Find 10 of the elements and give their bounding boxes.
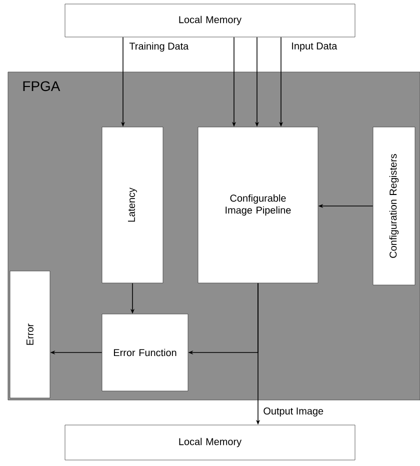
edge-label: Input Data bbox=[290, 42, 338, 52]
function-box: Error Function bbox=[102, 314, 188, 392]
edge-label: Output Image bbox=[262, 406, 325, 418]
error-box: Error bbox=[10, 270, 50, 398]
latency-box: Latency bbox=[102, 126, 164, 284]
memory-box: Local Memory bbox=[64, 4, 356, 38]
edge-label: Training Data bbox=[128, 41, 190, 53]
memory-box: Local Memory bbox=[64, 424, 356, 460]
registers-box: Configuration Registers bbox=[372, 126, 416, 286]
pipeline-box: Configurable Image Pipeline bbox=[198, 126, 318, 284]
